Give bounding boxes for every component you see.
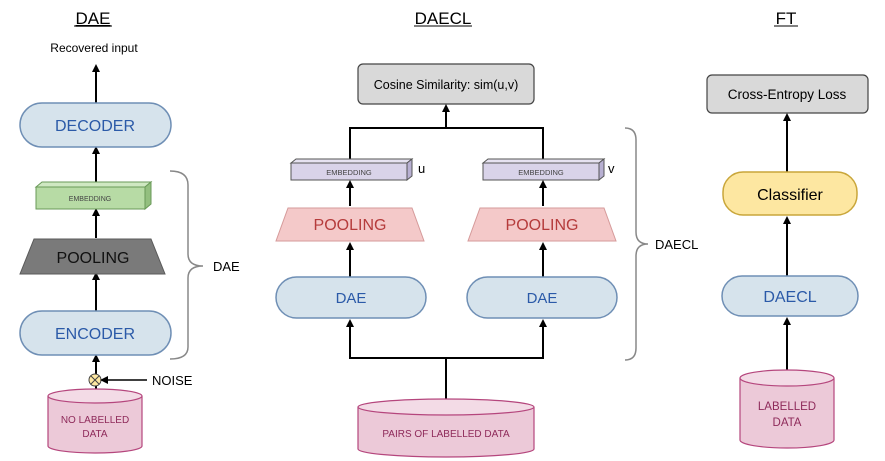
daecl-left-dae-box [275, 276, 427, 319]
ft-input-label-line1: LABELLED [758, 401, 816, 413]
dae-input-label-line1: NO LABELLED [61, 415, 129, 426]
daecl-left-pooling-label: POOLING [314, 217, 387, 234]
dae-embedding-side [144, 180, 152, 211]
ft-daecl-label: DAECL [763, 289, 816, 306]
daecl-left-embedding-var: u [418, 161, 425, 176]
dae-embedding-label: EMBEDDING [69, 196, 111, 203]
decoder-label: DECODER [55, 118, 135, 135]
dae-embedding-top [34, 181, 153, 188]
classifier-label: Classifier [757, 187, 823, 204]
section-title-ft: FT [776, 9, 797, 28]
daecl-input-cylinder [357, 398, 535, 458]
ft-daecl-box [721, 275, 859, 317]
decoder-box [19, 102, 172, 148]
daecl-brace [624, 127, 649, 361]
daecl-left-embedding-label: EMBEDDING [326, 168, 372, 177]
daecl-right-embedding-var: v [608, 161, 615, 176]
cross-entropy-label: Cross-Entropy Loss [728, 87, 847, 102]
ft-input-cylinder [739, 369, 835, 449]
daecl-right-pooling-box [467, 207, 617, 242]
dae-input-cylinder [47, 388, 143, 454]
daecl-left-pooling-box [275, 207, 425, 242]
dae-pooling-box [19, 238, 166, 275]
cosine-similarity-label: Cosine Similarity: sim(u,v) [374, 78, 518, 92]
dae-input-label-line2: DATA [82, 429, 108, 440]
classifier-box [722, 171, 858, 216]
daecl-right-embedding-label: EMBEDDING [518, 168, 564, 177]
ft-input-label-line2: DATA [773, 417, 802, 429]
encoder-box [19, 310, 172, 356]
noise-label: NOISE [152, 373, 193, 388]
dae-brace [169, 170, 204, 360]
daecl-brace-label: DAECL [655, 237, 698, 252]
dae-pooling-label: POOLING [57, 250, 130, 267]
dae-brace-label: DAE [213, 259, 240, 274]
section-title-dae: DAE [76, 9, 111, 28]
recovered-input-label: Recovered input [50, 41, 138, 55]
encoder-label: ENCODER [55, 326, 135, 343]
daecl-right-dae-box [466, 276, 618, 319]
section-title-daecl: DAECL [415, 9, 472, 28]
daecl-right-pooling-label: POOLING [506, 217, 579, 234]
dae-embedding-box [35, 186, 146, 210]
daecl-input-label: PAIRS OF LABELLED DATA [382, 429, 510, 440]
daecl-left-dae-label: DAE [336, 290, 367, 307]
daecl-right-dae-label: DAE [527, 290, 558, 307]
